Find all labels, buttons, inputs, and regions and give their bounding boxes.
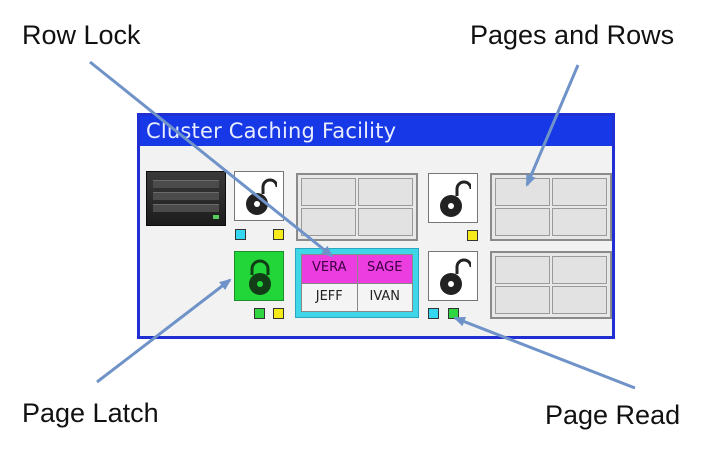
row-lock-grid: VERA SAGE JEFF IVAN xyxy=(295,248,419,318)
pages-and-rows-arrow xyxy=(525,64,580,187)
yellow-indicator xyxy=(467,230,478,241)
page-latch-arrow xyxy=(96,278,232,384)
page-read-arrow xyxy=(453,316,636,390)
page-grid-bottom-right xyxy=(490,251,612,319)
unlocked-padlock-icon xyxy=(428,173,478,223)
page-grid-top-right xyxy=(490,173,612,241)
page-grid-top-left xyxy=(296,173,418,241)
cluster-caching-facility-panel: Cluster Caching Facility xyxy=(137,113,615,339)
pages-and-rows-label: Pages and Rows xyxy=(470,20,675,50)
cyan-indicator xyxy=(235,229,246,240)
page-latch-label: Page Latch xyxy=(22,398,159,428)
row-cell: JEFF xyxy=(302,283,357,311)
cyan-indicator xyxy=(428,308,439,319)
yellow-indicator xyxy=(273,308,284,319)
row-lock-label: Row Lock xyxy=(22,20,141,50)
unlocked-padlock-icon xyxy=(428,251,478,301)
row-cell: SAGE xyxy=(357,255,412,283)
server-icon xyxy=(146,171,226,226)
locked-padlock-icon xyxy=(234,251,284,301)
green-indicator xyxy=(254,308,265,319)
row-lock-arrow xyxy=(89,60,334,258)
row-cell: VERA xyxy=(302,255,357,283)
row-cell: IVAN xyxy=(357,283,412,311)
page-read-label: Page Read xyxy=(545,400,681,430)
yellow-indicator xyxy=(273,229,284,240)
